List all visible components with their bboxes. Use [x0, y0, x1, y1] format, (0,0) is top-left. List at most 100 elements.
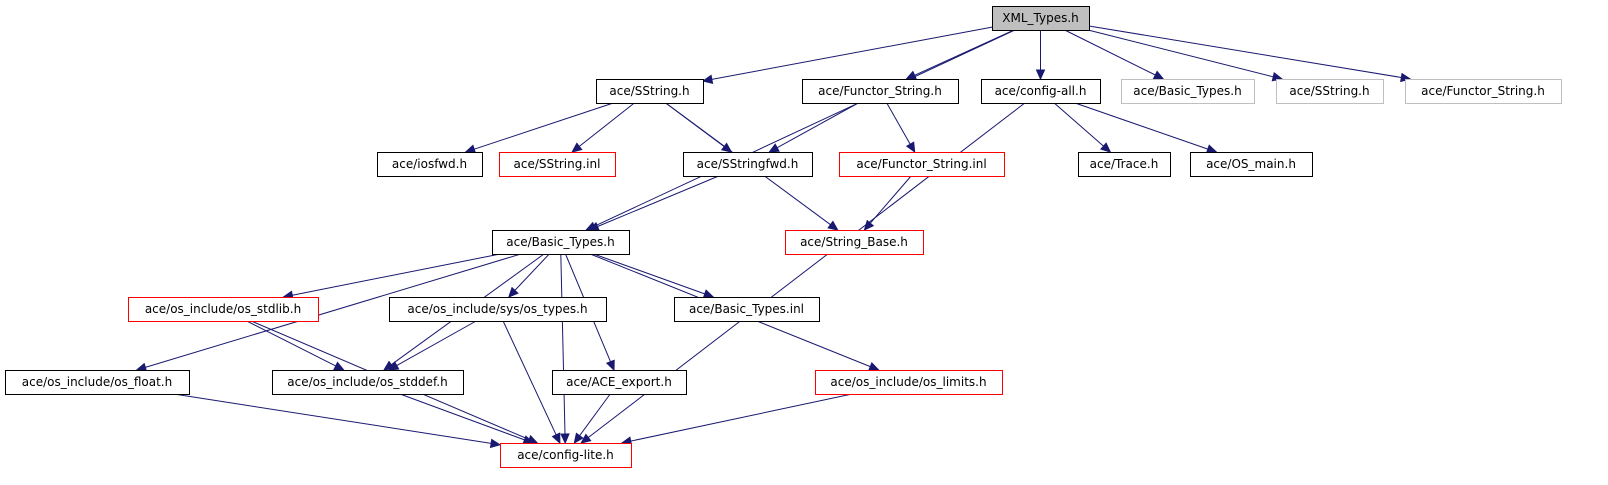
node-layer: XML_Types.h ace/SString.h ace/Functor_Stri…	[5, 6, 1562, 468]
edge-line	[173, 393, 492, 444]
edge-os_types_h-to-config_lite_h	[502, 320, 561, 445]
node-label: ace/config-lite.h	[517, 448, 614, 462]
edge-os_stdlib_h-to-os_stddef_h	[246, 320, 345, 371]
node-label: ace/os_include/os_stdlib.h	[145, 302, 301, 316]
edge-arrowhead	[571, 142, 583, 153]
node-label: ace/Functor_String.h	[818, 84, 942, 98]
edge-xml_types_h-to-basic_types_h	[585, 29, 1016, 231]
edge-arrowhead	[605, 359, 615, 372]
node-os_main_h[interactable]: ace/OS_main.h	[1190, 152, 1313, 177]
node-label: ace/os_include/os_stddef.h	[287, 375, 447, 389]
node-sstringfwd_h[interactable]: ace/SStringfwd.h	[683, 152, 813, 177]
edge-line	[597, 175, 719, 227]
edge-basic_types_h-to-os_stdlib_h	[282, 253, 501, 300]
edge-xml_types_h-to-config_all_h	[1035, 30, 1046, 81]
node-iosfwd_h[interactable]: ace/iosfwd.h	[377, 152, 483, 177]
node-basic_types_inl[interactable]: ace/Basic_Types.inl	[674, 297, 820, 322]
edge-config_all_h-to-os_main_h	[1074, 102, 1218, 154]
edge-basic_types_h-to-config_lite_h	[560, 253, 570, 445]
node-string_base_h[interactable]: ace/String_Base.h	[785, 230, 924, 255]
edge-arrowhead	[573, 432, 584, 444]
node-box	[1405, 79, 1562, 104]
edge-line	[474, 102, 614, 150]
edge-arrowhead	[827, 220, 839, 231]
edge-ace_export_h-to-config_lite_h	[573, 393, 611, 444]
node-box	[596, 79, 704, 104]
edge-arrowhead	[1100, 142, 1112, 153]
edge-arrowhead	[1035, 69, 1046, 81]
edge-xml_types_h-to-sstring_h_top	[1087, 29, 1284, 82]
node-basic_types_h[interactable]: ace/Basic_Types.h	[492, 230, 630, 255]
node-label: ace/Basic_Types.h	[1133, 84, 1241, 98]
node-box	[785, 230, 924, 255]
edge-arrowhead	[560, 433, 570, 445]
edge-arrowhead	[1152, 70, 1165, 80]
node-os_stdlib_h[interactable]: ace/os_include/os_stdlib.h	[128, 297, 319, 322]
node-os_float_h[interactable]: ace/os_include/os_float.h	[5, 370, 190, 395]
node-os_stddef_h[interactable]: ace/os_include/os_stddef.h	[272, 370, 464, 395]
edge-sstringfwd_h-to-basic_types_h	[588, 175, 719, 231]
node-box	[802, 79, 959, 104]
node-label: ace/iosfwd.h	[392, 157, 467, 171]
node-label: ace/Functor_String.h	[1421, 84, 1545, 98]
node-ace_export_h[interactable]: ace/ACE_export.h	[552, 370, 687, 395]
edge-line	[630, 393, 853, 442]
node-config_all_h[interactable]: ace/config-all.h	[981, 79, 1101, 104]
edge-xml_types_h-to-functor_string_h_top	[1088, 25, 1412, 83]
edge-os_limits_h-to-config_lite_h	[620, 393, 853, 446]
node-trace_h[interactable]: ace/Trace.h	[1078, 152, 1171, 177]
node-label: ace/Trace.h	[1090, 157, 1159, 171]
node-box	[552, 370, 687, 395]
edge-line	[579, 393, 611, 436]
node-box	[389, 297, 607, 322]
node-box	[992, 6, 1090, 31]
edge-arrowhead	[507, 286, 519, 298]
node-box	[674, 297, 820, 322]
node-box	[1121, 79, 1255, 104]
node-box	[981, 79, 1101, 104]
edge-line	[886, 102, 911, 145]
edge-xml_types_h-to-basic_types_h_top	[1064, 29, 1165, 80]
node-label: ace/OS_main.h	[1206, 157, 1296, 171]
node-label: ace/Basic_Types.inl	[689, 302, 804, 316]
edge-line	[1087, 29, 1274, 78]
node-os_limits_h[interactable]: ace/os_include/os_limits.h	[815, 370, 1003, 395]
node-box	[5, 370, 190, 395]
node-sstring_inl[interactable]: ace/SString.inl	[499, 152, 616, 177]
node-functor_string_inl[interactable]: ace/Functor_String.inl	[839, 152, 1005, 177]
node-functor_string_h_top[interactable]: ace/Functor_String.h	[1405, 79, 1562, 104]
node-os_types_h[interactable]: ace/os_include/sys/os_types.h	[389, 297, 607, 322]
node-sstring_h[interactable]: ace/SString.h	[596, 79, 704, 104]
node-label: ace/SString.h	[1289, 84, 1369, 98]
node-basic_types_h_top[interactable]: ace/Basic_Types.h	[1121, 79, 1255, 104]
node-xml_types_h: XML_Types.h	[992, 6, 1090, 31]
node-box	[1078, 152, 1171, 177]
node-config_lite_h[interactable]: ace/config-lite.h	[500, 443, 632, 468]
node-box	[272, 370, 464, 395]
edge-line	[560, 253, 566, 435]
node-label: ace/SString.inl	[514, 157, 601, 171]
edge-line	[1053, 102, 1104, 147]
node-label: ace/SString.h	[609, 84, 689, 98]
edge-line	[593, 253, 705, 295]
edge-line	[145, 253, 521, 368]
edge-line	[869, 175, 912, 224]
node-functor_string_h[interactable]: ace/Functor_String.h	[802, 79, 959, 104]
edge-config_all_h-to-trace_h	[1053, 102, 1112, 153]
edge-arrowhead	[701, 74, 714, 84]
node-box	[683, 152, 813, 177]
node-label: XML_Types.h	[1002, 11, 1079, 25]
node-sstring_h_top[interactable]: ace/SString.h	[1276, 79, 1384, 104]
edge-line	[594, 29, 1016, 227]
node-box	[128, 297, 319, 322]
edge-functor_string_h-to-functor_string_inl	[886, 102, 916, 154]
edge-sstring_h-to-sstring_inl	[571, 102, 635, 153]
edge-basic_types_h-to-os_types_h	[507, 253, 550, 298]
node-label: ace/config-all.h	[995, 84, 1087, 98]
edge-arrowhead	[551, 432, 561, 445]
edge-functor_string_inl-to-string_base_h	[863, 175, 912, 231]
edge-line	[1064, 29, 1156, 76]
edge-line	[514, 253, 550, 291]
edge-os_types_h-to-os_stddef_h	[387, 320, 477, 371]
edge-basic_types_h-to-basic_types_inl	[593, 253, 715, 299]
